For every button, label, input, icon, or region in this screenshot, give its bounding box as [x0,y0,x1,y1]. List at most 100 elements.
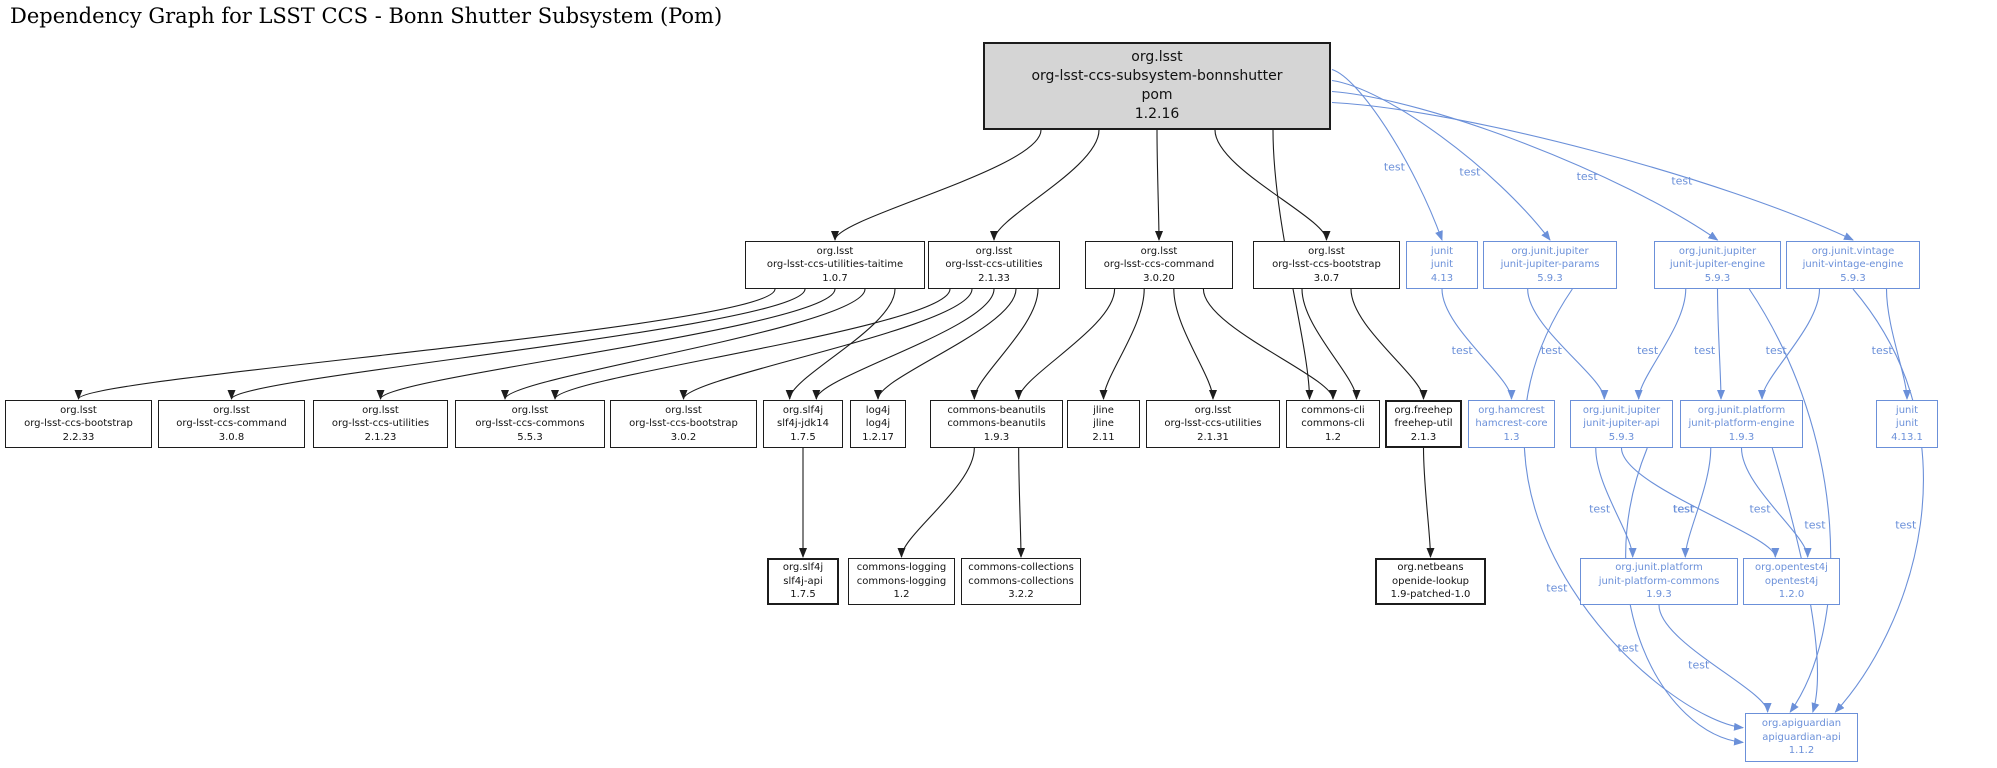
node-line: 5.9.3 [1704,272,1731,284]
node-line: junit [1895,404,1919,416]
node-line: 1.7.5 [790,589,816,601]
edge-vintage-junit4131 [1885,288,1911,400]
edge-bootstrap307-freehep [1350,288,1428,400]
node-line: junit-jupiter-engine [1669,259,1766,271]
edge-label: test [1384,161,1406,174]
node-line: 1.0.7 [822,272,848,284]
edge-engine-api [1634,288,1687,400]
node-line: openide-lookup [1391,575,1470,587]
node-line: org-lsst-ccs-utilities [331,418,430,430]
node-line: log4j [865,404,891,416]
edge-command3020-jline [1099,288,1145,400]
node-line: org-lsst-ccs-bootstrap [629,418,738,430]
node-line: org.junit.vintage [1811,245,1895,257]
node-line: opentest4j [1764,575,1819,587]
node-line: junit [1430,245,1454,257]
node-line: hamcrest-core [1475,418,1548,430]
edge-label: test [1452,344,1474,357]
node-line: 1.1.2 [1788,745,1815,757]
edge-pom-utilities2133 [990,129,1100,241]
node-line: org-lsst-ccs-command [1103,259,1215,271]
node-line: org.lsst [1194,404,1232,416]
edge-vintage-apiguardian [1834,288,1924,713]
edge-freehep-openidelookup [1422,447,1435,558]
edge-api-platformcommons [1595,447,1637,558]
node-line: org-lsst-ccs-command [176,418,287,430]
node-line: org-lsst-ccs-bootstrap [24,418,133,430]
edge-label: test [1673,503,1695,516]
edge-label: test [1577,170,1599,183]
node-line: 1.2.0 [1778,589,1805,601]
edge-utilities2133-log4j [874,288,1017,400]
edge-vintage-platformengine [1758,288,1821,400]
edge-beanutils-commonslogging [897,447,975,558]
node-line: junit [1430,259,1454,271]
edge-label: test [1804,518,1826,531]
edge-label: test [1541,344,1563,357]
node-line: commons-cli [1301,418,1365,430]
node-line: org-lsst-ccs-utilities-taitime [766,259,904,271]
node-line: 5.5.3 [517,431,543,443]
node-line: 4.13.1 [1891,431,1923,443]
edge-label: test [1694,344,1716,357]
node-line: org.lsst [816,245,854,257]
edge-label: test [1459,165,1481,178]
node-line: jline [1093,404,1114,416]
node-line: 1.9.3 [1728,431,1755,443]
node-line: pom [1141,87,1173,103]
edge-platformengine-platformcommons [1681,447,1712,558]
edge-label: test [1637,344,1659,357]
edge-label: test [1872,344,1894,357]
node-line: org.freehep [1394,404,1453,416]
edge-bootstrap307-commonscli [1301,288,1361,400]
edge-label: test [1589,503,1611,516]
node-line: junit [1895,418,1919,430]
edge-label: test [1673,503,1695,516]
edge-params-apiguardian [1523,288,1744,731]
edge-label: test [1618,641,1640,654]
node-line: org.lsst [975,245,1013,257]
node-line: junit-jupiter-params [1500,259,1600,271]
node-line: 5.9.3 [1608,431,1635,443]
edge-label: test [1749,503,1771,516]
node-line: commons-logging [856,562,947,574]
node-line: org.lsst [60,404,97,416]
node-line: org.opentest4j [1755,562,1828,574]
node-line: 2.2.33 [62,431,95,443]
node-line: org.junit.jupiter [1678,245,1757,257]
node-line: 1.7.5 [790,431,816,443]
